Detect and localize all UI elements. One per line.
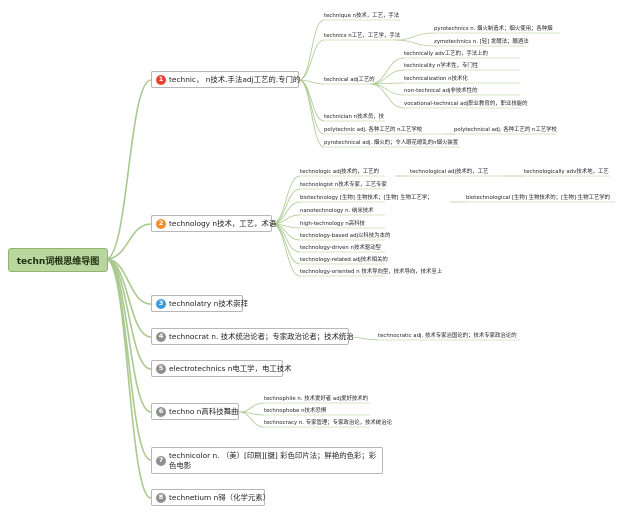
leaf-technically[interactable]: technically adv工艺的，手法上的 xyxy=(404,51,488,57)
branch-node-technocrat[interactable]: 4 technocrat n. 技术统治论者；专家政治论者；技术统治 xyxy=(151,328,354,345)
leaf-technology-related[interactable]: technology-related adj技术相关的 xyxy=(300,257,388,263)
number-badge-2: 2 xyxy=(156,218,166,229)
connector-curve xyxy=(105,258,152,499)
connector-curve xyxy=(348,336,379,341)
branch-label: technic， n技术.手法adj工艺的.专门的 xyxy=(169,74,301,84)
number-badge-8: 8 xyxy=(156,492,166,503)
connector-curve xyxy=(369,83,405,96)
branch-node-techno[interactable]: 6 techno n高科技舞曲 xyxy=(151,403,239,420)
leaf-technique[interactable]: technique n技术，工艺，手法 xyxy=(324,13,400,19)
leaf-technophobe[interactable]: technophobe n技术恐惧 xyxy=(264,408,327,414)
branch-node-technology[interactable]: 2 technology n技术，工艺，术语 xyxy=(151,215,276,232)
number-badge-3: 3 xyxy=(156,298,166,309)
leaf-technocratic[interactable]: technocratic adj. 技术专家治国论的；技术专家政治论的 xyxy=(378,333,517,339)
connector-curve xyxy=(394,32,435,41)
leaf-polytechnical[interactable]: polytechnical adj. 各种工艺的 n工艺学校 xyxy=(454,127,557,133)
connector-curve xyxy=(238,411,265,428)
leaf-pyrotechnics[interactable]: pyrotechnics n. 烟火制造术；烟火使用；各种烟 xyxy=(434,26,553,32)
connector-curve xyxy=(271,201,301,225)
leaf-technological[interactable]: technological adj技术的，工艺 xyxy=(410,169,489,175)
leaf-technology-oriented[interactable]: technology-oriented n 技术导向型，技术导向，技术至上 xyxy=(300,269,443,275)
branch-label: technetium n锝（化学元素） xyxy=(169,492,271,502)
leaf-biotechnological[interactable]: biotechnological [生物] 生物技术的；[生物] 生物工艺学的 xyxy=(466,195,611,201)
leaf-pyrotechnical[interactable]: pyrotechnical adj. 烟火的；令人眼花缭乱的n烟火装置 xyxy=(324,140,459,146)
leaf-technician[interactable]: technician n技术员，技 xyxy=(324,114,384,120)
leaf-zymotechnics[interactable]: zymotechnics n. [轻] 发酵法；酿酒法 xyxy=(434,39,529,45)
connector-curve xyxy=(105,258,152,461)
connector-curve xyxy=(298,39,325,81)
branch-label: electrotechnics n电工学，电工技术 xyxy=(169,363,292,373)
connector-curve xyxy=(105,79,152,260)
leaf-technologic[interactable]: technologic adj技术的，工艺的 xyxy=(300,169,379,175)
branch-node-technolatry[interactable]: 3 technolatry n技术崇拜 xyxy=(151,295,248,312)
leaf-polytechnic[interactable]: polytechnic adj. 各种工艺的 n工艺学校 xyxy=(324,127,423,133)
branch-label: technicolor n. （美）[印刷][摄] 彩色印片法；鲜艳的色彩；彩色… xyxy=(169,451,377,470)
connector-curve xyxy=(298,19,325,81)
connector-curve xyxy=(238,402,265,413)
connector-curve xyxy=(369,69,405,85)
leaf-technologically[interactable]: technologically adv技术地，工艺 xyxy=(524,169,609,175)
leaf-technology-based[interactable]: technology-based adj以科技为本的 xyxy=(300,233,391,239)
leaf-technologist[interactable]: technologist n技术专家，工艺专家 xyxy=(300,182,387,188)
branch-node-electrotechnics[interactable]: 5 electrotechnics n电工学，电工技术 xyxy=(151,360,292,377)
leaf-technophile[interactable]: technophile n. 技术爱好者 adj爱好技术的 xyxy=(264,396,369,402)
connector-curve xyxy=(298,79,325,148)
connector-curve xyxy=(298,79,325,135)
leaf-non-technical[interactable]: non-technical adj非技术性的 xyxy=(404,88,478,94)
connector-curve xyxy=(271,223,301,265)
connector-curve xyxy=(394,39,435,47)
connector-curve xyxy=(271,188,301,225)
connector-curve xyxy=(271,175,301,225)
branch-node-technicolor[interactable]: 7 technicolor n. （美）[印刷][摄] 彩色印片法；鲜艳的色彩；… xyxy=(151,447,383,474)
leaf-technocracy[interactable]: technocracy n. 专家管理；专家政治论，技术统治论 xyxy=(264,420,392,426)
root-node[interactable]: techn词根思维导图 xyxy=(8,248,108,272)
leaf-vocational-technical[interactable]: vocational-technical adj职业教育的，职业技能的 xyxy=(404,101,528,107)
number-badge-5: 5 xyxy=(156,363,166,374)
leaf-technicality[interactable]: technicality n学术性，专门性 xyxy=(404,63,479,69)
leaf-technicalization[interactable]: technicalization n技术化 xyxy=(404,76,468,82)
branch-label: technocrat n. 技术统治论者；专家政治论者；技术统治 xyxy=(169,331,354,341)
connector-curve xyxy=(369,57,405,85)
connector-curve xyxy=(105,258,152,338)
root-label: techn词根思维导图 xyxy=(16,256,100,267)
connector-curve xyxy=(271,223,301,277)
leaf-nanotechnology[interactable]: nanotechnology n. 纳米技术 xyxy=(300,208,374,214)
branch-label: technology n技术，工艺，术语 xyxy=(169,218,277,228)
leaf-technics[interactable]: technics n工艺，工艺学，手法 xyxy=(324,33,401,39)
connector-curve xyxy=(105,223,152,260)
number-badge-4: 4 xyxy=(156,331,166,342)
number-badge-1: 1 xyxy=(156,74,166,85)
connector-curve xyxy=(298,79,325,85)
leaf-technical[interactable]: technical adj工艺的 xyxy=(324,77,375,83)
branch-node-technetium[interactable]: 8 technetium n锝（化学元素） xyxy=(151,489,270,506)
branch-label: techno n高科技舞曲 xyxy=(169,406,239,416)
branch-label: technolatry n技术崇拜 xyxy=(169,298,248,308)
leaf-high-technology[interactable]: high-technology n高科技 xyxy=(300,221,365,227)
number-badge-6: 6 xyxy=(156,406,166,417)
connector-curve xyxy=(369,83,405,109)
branch-node-technic[interactable]: 1 technic， n技术.手法adj工艺的.专门的 xyxy=(151,71,301,88)
number-badge-7: 7 xyxy=(156,455,166,466)
leaf-technology-driven[interactable]: technology-driven n技术驱动型 xyxy=(300,245,381,251)
leaf-biotechnology[interactable]: biotechnology [生物] 生物技术；[生物] 生物工艺学； xyxy=(300,195,433,201)
